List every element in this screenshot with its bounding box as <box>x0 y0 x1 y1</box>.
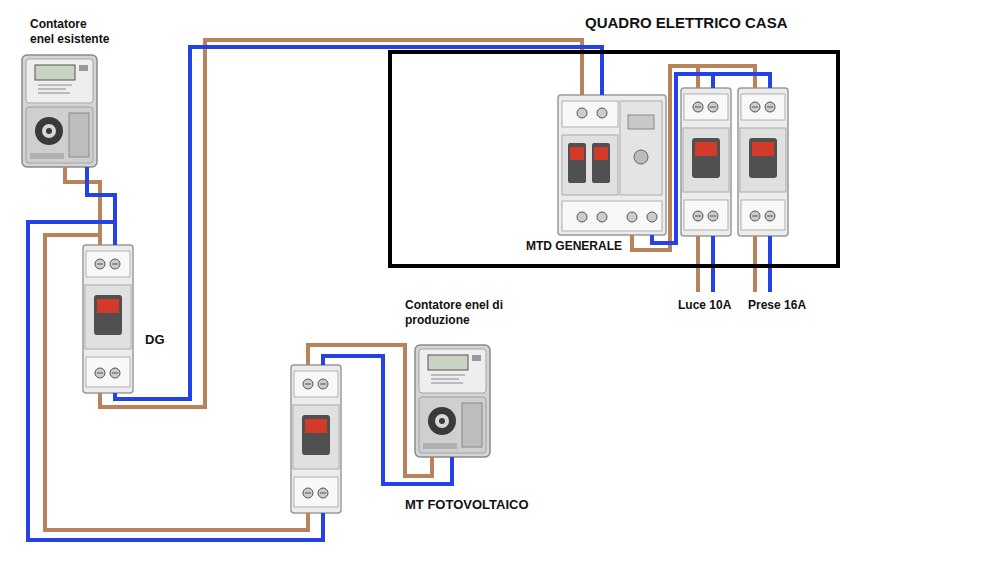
neutral-wire <box>323 356 452 484</box>
drawing-part <box>570 147 584 160</box>
neutral-wire <box>711 236 715 292</box>
live-wire <box>100 40 582 407</box>
drawing-part <box>647 212 657 222</box>
panel-title: QUADRO ELETTRICO CASA <box>585 14 788 32</box>
drawing-part <box>562 135 618 195</box>
device-label: Luce 10A <box>678 298 731 313</box>
energy-meter: Contatore enel di produzione <box>415 345 490 457</box>
neutral-wire <box>28 222 323 540</box>
drawing-part <box>634 150 648 164</box>
meter-existing <box>22 55 97 167</box>
drawing-part <box>628 115 654 129</box>
rcd-breaker: MTD GENERALE <box>558 95 666 235</box>
wire-pair <box>100 40 602 407</box>
drawing-part <box>577 212 587 222</box>
device-label: Contatore enel esistente <box>30 17 112 47</box>
breaker-light <box>681 88 731 236</box>
breaker-sockets <box>738 88 788 236</box>
neutral-wire <box>652 74 770 243</box>
output-wires <box>698 236 770 292</box>
wire-pair <box>632 66 770 250</box>
live-wire <box>632 66 698 250</box>
live-wire <box>753 236 757 292</box>
device-label: MT FOTOVOLTAICO <box>405 497 529 513</box>
meter-production <box>415 345 490 457</box>
drawing-part <box>577 108 587 118</box>
drawing-part <box>627 212 637 222</box>
device-label: MTD GENERALE <box>526 239 622 254</box>
energy-meter: Contatore enel esistente <box>22 55 97 167</box>
rcd-main <box>558 95 666 235</box>
wire-pair <box>308 345 452 484</box>
panel-enclosure: QUADRO ELETTRICO CASAMTD GENERALELuce 10… <box>388 50 840 268</box>
circuit-breaker: Prese 16A <box>737 88 789 236</box>
wire-pair <box>28 222 323 540</box>
wire-pair <box>632 66 713 250</box>
breaker-pv <box>291 365 341 513</box>
drawing-part <box>620 101 662 195</box>
live-wire <box>308 345 432 476</box>
circuit-breaker: Luce 10A <box>680 88 732 236</box>
device-label: Prese 16A <box>748 298 806 313</box>
drawing-part <box>568 143 586 183</box>
breaker-dg <box>83 245 133 393</box>
drawing-part <box>562 101 618 127</box>
device-label: Contatore enel di produzione <box>405 298 515 328</box>
live-wire <box>632 66 755 250</box>
live-wire <box>45 235 308 530</box>
circuit-breaker: MT FOTOVOLTAICO <box>290 365 342 513</box>
drawing-part <box>562 201 662 231</box>
drawing-part <box>558 95 666 235</box>
neutral-wire <box>768 236 772 292</box>
drawing-part <box>597 108 607 118</box>
drawing-part <box>597 212 607 222</box>
drawing-part <box>594 147 608 160</box>
device-label: DG <box>145 332 165 348</box>
circuit-breaker: DG <box>82 245 134 393</box>
drawing-part <box>592 143 610 183</box>
neutral-wire <box>652 74 713 243</box>
live-wire <box>696 236 700 292</box>
